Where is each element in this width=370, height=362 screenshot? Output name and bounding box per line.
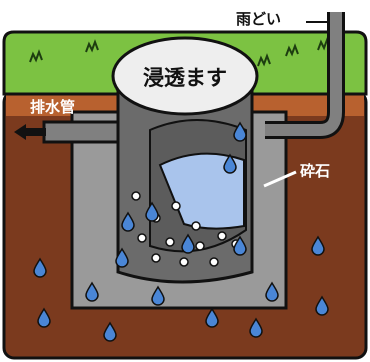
lid-label: 浸透ます [143,66,227,90]
arrow-left-icon [14,124,26,140]
drain-pipe-label: 排水管 [30,98,76,116]
lid [111,36,259,116]
downspout [265,12,345,139]
gravel-leader [263,170,297,188]
downspout-label: 雨どい [236,10,282,28]
drain-pipe [14,120,128,144]
gravel-label: 砕石 [300,162,331,180]
